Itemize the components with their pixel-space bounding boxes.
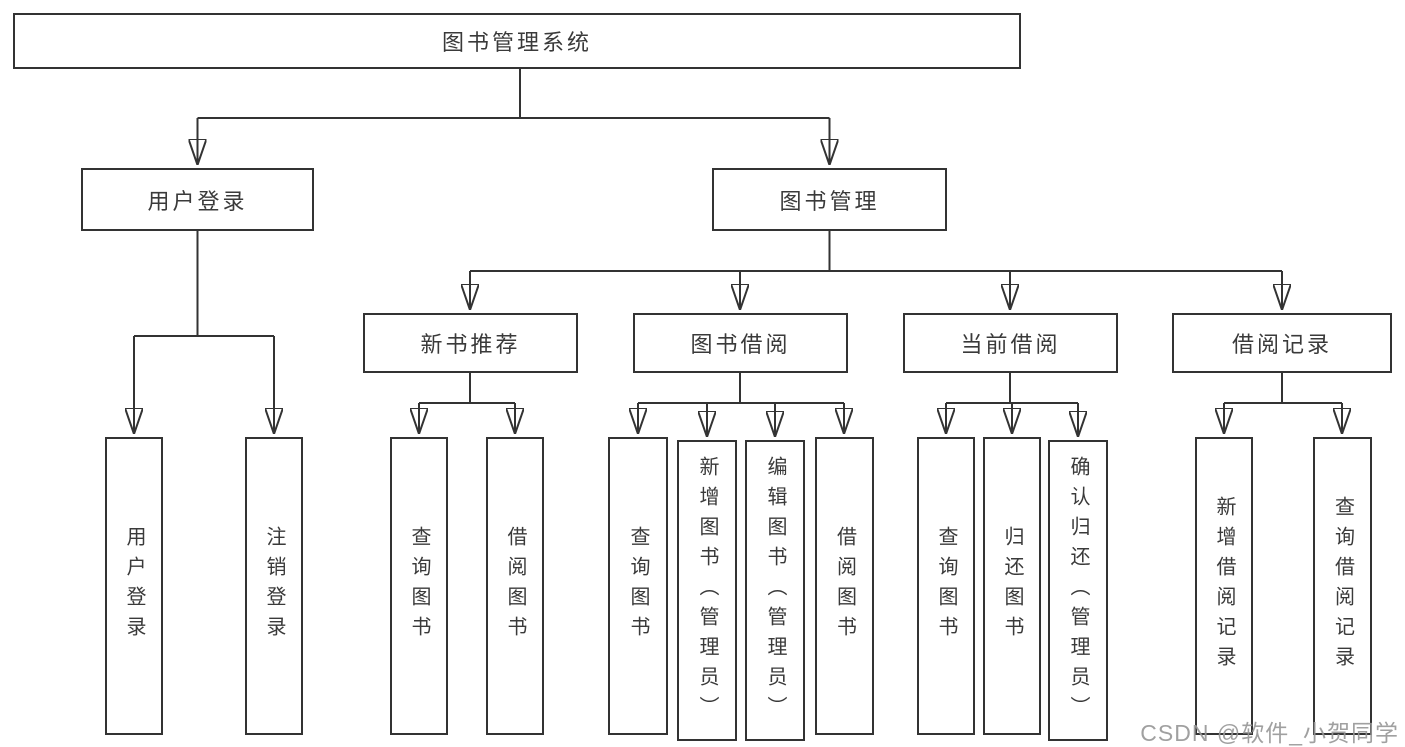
- leaf-query-books-recommend-label: 查询图书: [408, 526, 430, 646]
- node-current-borrow: 当前借阅: [903, 313, 1118, 373]
- leaf-query-books-recommend: 查询图书: [390, 437, 448, 735]
- leaf-borrow-books-borrow: 借阅图书: [815, 437, 874, 735]
- leaf-borrow-books-recommend-label: 借阅图书: [504, 526, 526, 646]
- node-borrow-records: 借阅记录: [1172, 313, 1392, 373]
- leaf-user-login-label: 用户登录: [123, 526, 145, 646]
- leaf-query-books-borrow-label: 查询图书: [627, 526, 649, 646]
- leaf-query-books-borrow: 查询图书: [608, 437, 668, 735]
- leaf-edit-book-admin: 编辑图书（管理员）: [745, 440, 805, 741]
- leaf-add-book-admin: 新增图书（管理员）: [677, 440, 737, 741]
- leaf-edit-book-admin-label: 编辑图书（管理员）: [764, 455, 786, 726]
- node-user-login: 用户登录: [81, 168, 314, 231]
- leaf-return-book-label: 归还图书: [1001, 526, 1023, 646]
- leaf-logout-label: 注销登录: [263, 526, 285, 646]
- leaf-return-book: 归还图书: [983, 437, 1041, 735]
- leaf-query-books-current: 查询图书: [917, 437, 975, 735]
- csdn-watermark: CSDN @软件_小贺同学: [1140, 720, 1399, 746]
- leaf-logout: 注销登录: [245, 437, 303, 735]
- leaf-borrow-books-borrow-label: 借阅图书: [833, 526, 856, 646]
- leaf-confirm-return-admin: 确认归还（管理员）: [1048, 440, 1108, 741]
- leaf-confirm-return-admin-label: 确认归还（管理员）: [1067, 455, 1089, 726]
- node-book-management: 图书管理: [712, 168, 947, 231]
- leaf-add-book-admin-label: 新增图书（管理员）: [696, 455, 718, 726]
- leaf-query-books-current-label: 查询图书: [935, 526, 957, 646]
- node-new-book-recommend: 新书推荐: [363, 313, 578, 373]
- leaf-add-borrow-record: 新增借阅记录: [1195, 437, 1253, 735]
- leaf-add-borrow-record-label: 新增借阅记录: [1213, 496, 1235, 676]
- node-book-borrow: 图书借阅: [633, 313, 848, 373]
- leaf-query-borrow-record: 查询借阅记录: [1313, 437, 1372, 735]
- leaf-query-borrow-record-label: 查询借阅记录: [1331, 496, 1354, 676]
- node-root: 图书管理系统: [13, 13, 1021, 69]
- leaf-user-login: 用户登录: [105, 437, 163, 735]
- leaf-borrow-books-recommend: 借阅图书: [486, 437, 544, 735]
